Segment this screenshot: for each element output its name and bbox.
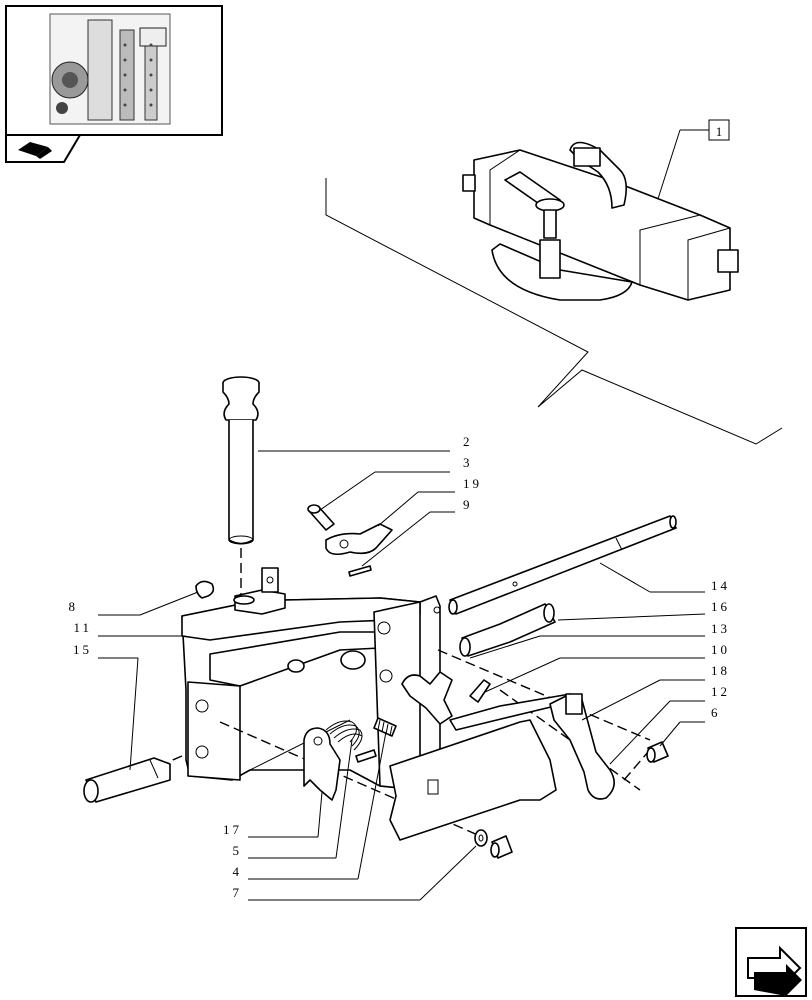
callout-11: 11 <box>73 620 92 635</box>
callout-9: 9 <box>463 497 473 512</box>
callout-15: 15 <box>73 642 92 657</box>
callout-17: 17 <box>223 822 242 837</box>
hitch-bracket-11 <box>181 567 441 791</box>
small-rod <box>355 749 377 763</box>
torsion-spring-5 <box>325 720 363 751</box>
screw-6 <box>646 741 669 763</box>
callout-5: 5 <box>233 843 243 858</box>
callout-16: 16 <box>711 599 730 614</box>
callout-6: 6 <box>711 705 721 720</box>
callout-labels: 2 3 19 9 8 11 15 14 16 13 10 18 12 6 17 … <box>69 434 730 900</box>
callout-4: 4 <box>233 864 243 879</box>
callout-18: 18 <box>711 663 730 678</box>
washer-7 <box>474 829 488 847</box>
spring-pin-9 <box>348 565 372 577</box>
clip-8 <box>195 580 215 599</box>
hitch-pin-2 <box>222 376 260 545</box>
small-pin-3 <box>307 504 335 531</box>
latch-17 <box>303 727 341 801</box>
callout-7: 7 <box>233 885 243 900</box>
rod-14 <box>448 515 677 615</box>
lever-13 <box>401 671 491 725</box>
assembly-ref-label: 1 <box>716 124 723 139</box>
cam-lever-12 <box>549 693 615 800</box>
spring-4 <box>373 717 397 737</box>
guard-plate <box>389 719 557 841</box>
callout-14: 14 <box>711 578 730 593</box>
location-thumbnail[interactable] <box>5 5 223 136</box>
latch-19 <box>325 523 393 556</box>
pin-15 <box>83 757 171 803</box>
pin-16 <box>459 603 556 657</box>
callout-3: 3 <box>463 455 473 470</box>
leader-lines <box>98 450 706 901</box>
assembly-reference-box: 1 <box>647 119 730 231</box>
callout-12: 12 <box>711 684 730 699</box>
callout-10: 10 <box>711 642 730 657</box>
callout-19: 19 <box>463 476 482 491</box>
assembled-hitch-drawing <box>462 141 739 301</box>
callout-13: 13 <box>711 621 730 636</box>
detail-bubble-outline <box>325 178 783 445</box>
machine-location-thumbnail <box>49 13 171 125</box>
callout-2: 2 <box>463 434 473 449</box>
catalog-book-icon[interactable] <box>5 134 82 163</box>
callout-8: 8 <box>69 599 79 614</box>
next-page-arrow-icon[interactable] <box>735 927 807 997</box>
screw-7 <box>490 835 513 859</box>
